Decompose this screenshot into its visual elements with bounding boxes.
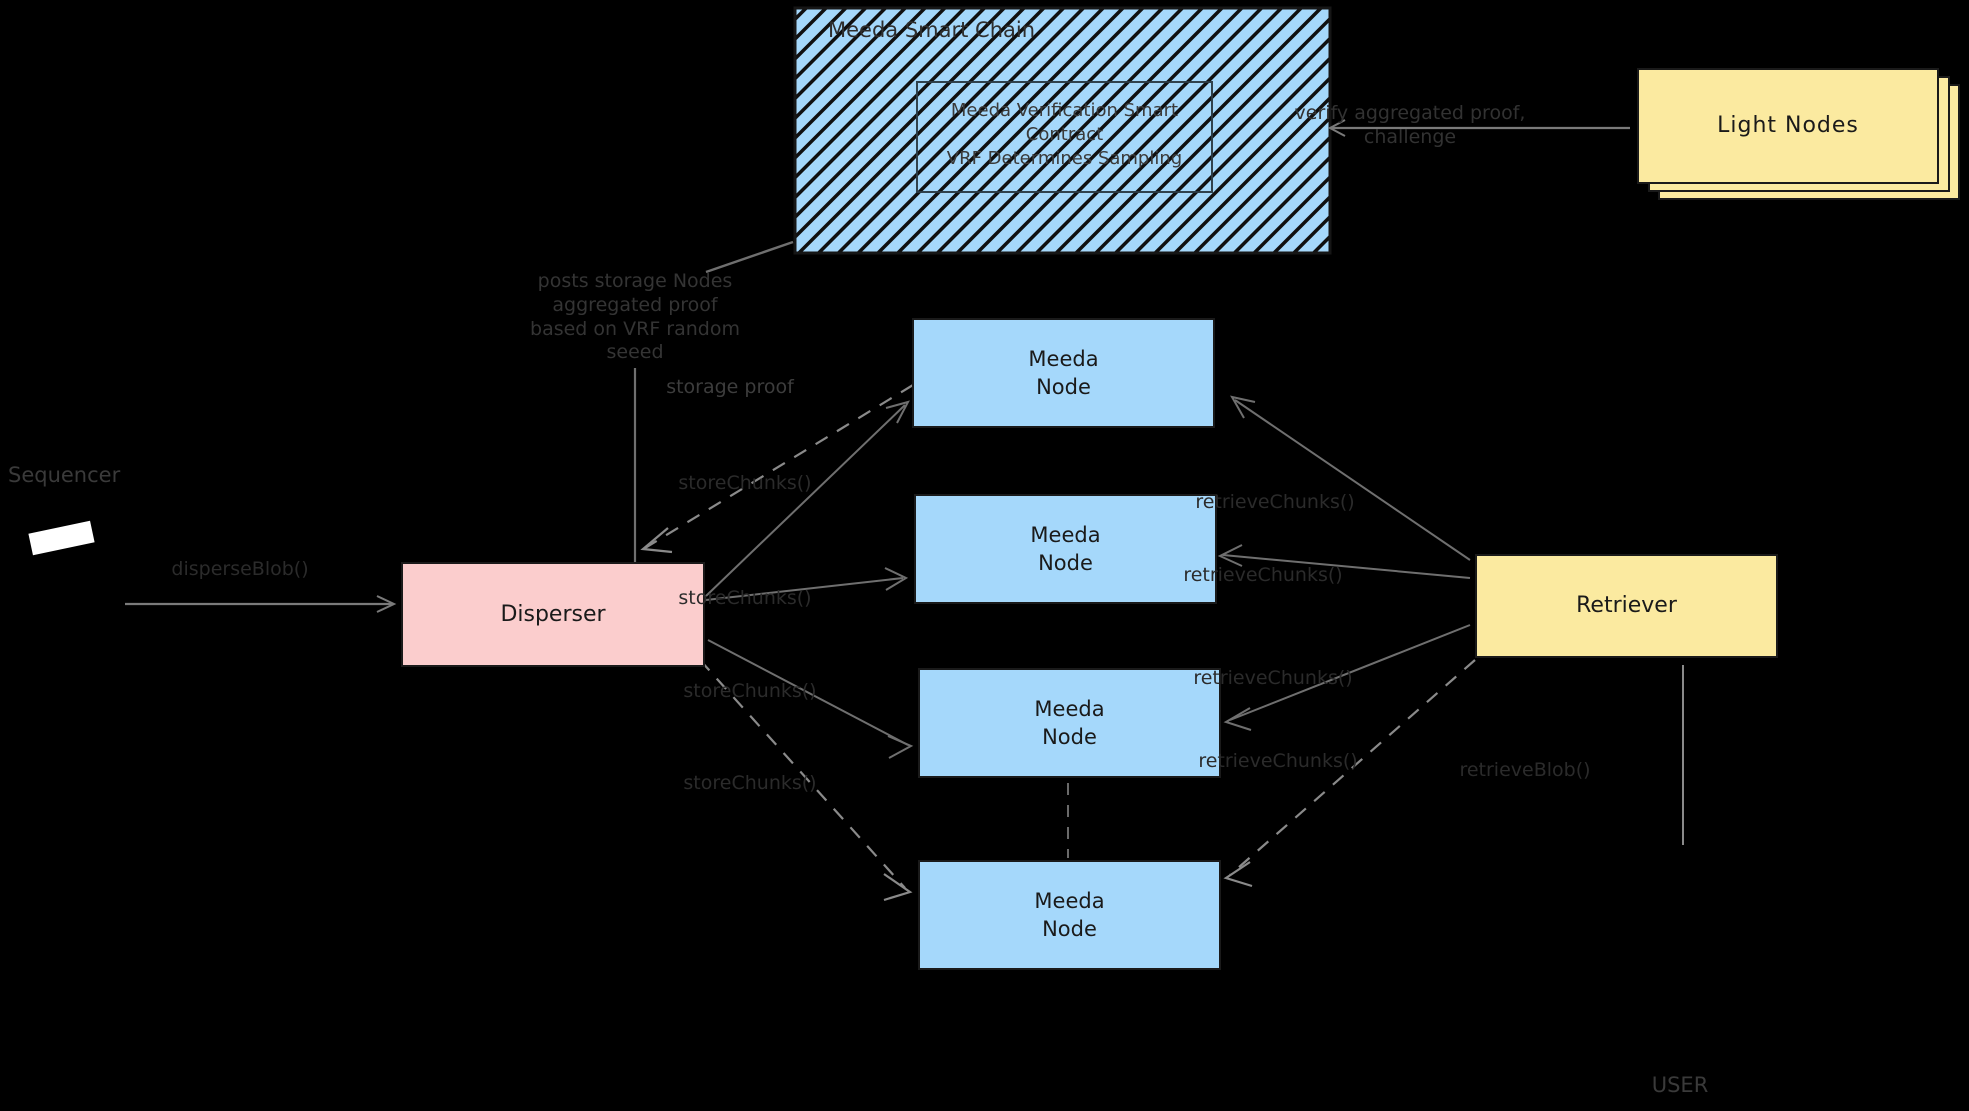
light-nodes-label: Light Nodes <box>1717 113 1859 139</box>
edge-storage-proof-dashed <box>644 384 914 549</box>
meeda-node-3-line2: Node <box>1042 725 1097 749</box>
disperser-label: Disperser <box>500 601 606 627</box>
retriever-box[interactable]: Retriever <box>1475 554 1778 658</box>
edge-chain-to-proof-label <box>705 240 794 274</box>
edge-retriever-node1 <box>1234 399 1471 561</box>
edge-retriever-node4-dashed <box>1229 659 1476 876</box>
meeda-node-box-4[interactable]: Meeda Node <box>918 860 1221 970</box>
meeda-node-box-2[interactable]: Meeda Node <box>914 494 1217 604</box>
edge-retriever-node3 <box>1229 624 1471 721</box>
meeda-node-box-1[interactable]: Meeda Node <box>912 318 1215 428</box>
meeda-verification-contract-box <box>916 81 1213 193</box>
meeda-node-2-line1: Meeda <box>1030 522 1101 547</box>
retriever-label: Retriever <box>1576 593 1677 619</box>
meeda-node-4-line2: Node <box>1042 917 1097 941</box>
edge-retriever-node2 <box>1222 554 1471 579</box>
meeda-node-box-3[interactable]: Meeda Node <box>918 668 1221 778</box>
meeda-node-4-line1: Meeda <box>1034 888 1105 913</box>
meeda-node-2-line2: Node <box>1038 551 1093 575</box>
light-nodes-box[interactable]: Light Nodes <box>1637 68 1939 184</box>
disperser-box[interactable]: Disperser <box>401 562 705 667</box>
meeda-node-3-line1: Meeda <box>1034 696 1105 721</box>
edge-disperser-node3 <box>707 639 909 746</box>
edge-disperser-node1 <box>705 404 906 597</box>
meeda-node-1-line2: Node <box>1036 375 1091 399</box>
edge-disperser-node4-dashed <box>699 659 906 889</box>
edge-disperser-node2 <box>705 577 904 601</box>
chain-title: Meeda Smart Chain <box>828 18 1036 42</box>
meeda-node-1-line1: Meeda <box>1028 346 1099 371</box>
